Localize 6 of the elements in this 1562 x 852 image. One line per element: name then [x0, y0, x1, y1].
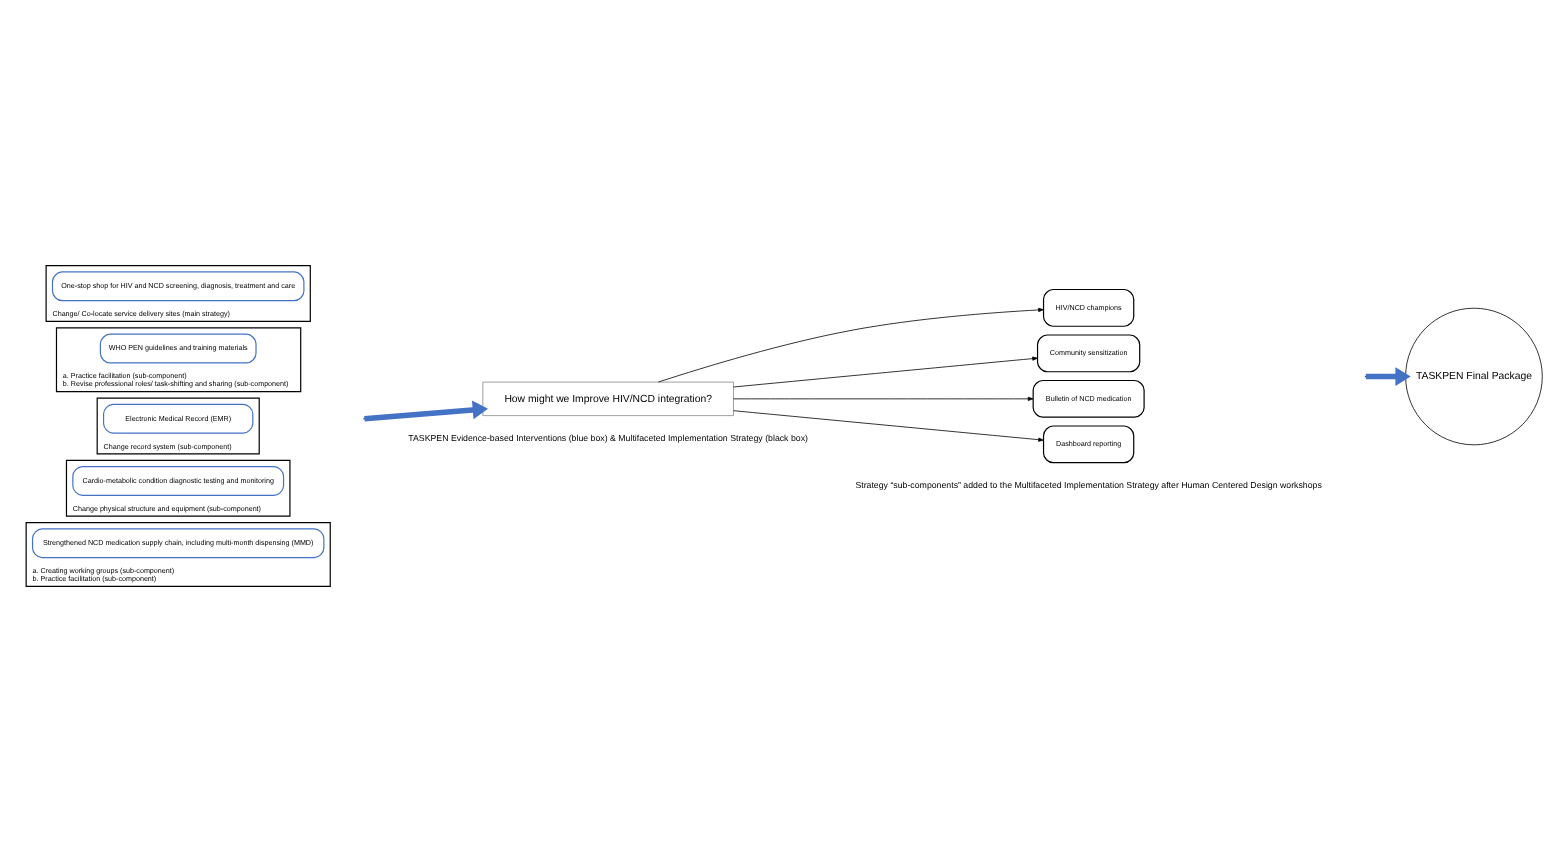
arrow — [733, 410, 1044, 442]
arrow — [1365, 367, 1411, 386]
arrow — [657, 307, 1044, 383]
arrow — [364, 400, 488, 422]
arrow — [733, 396, 1034, 401]
arrow — [733, 356, 1038, 388]
